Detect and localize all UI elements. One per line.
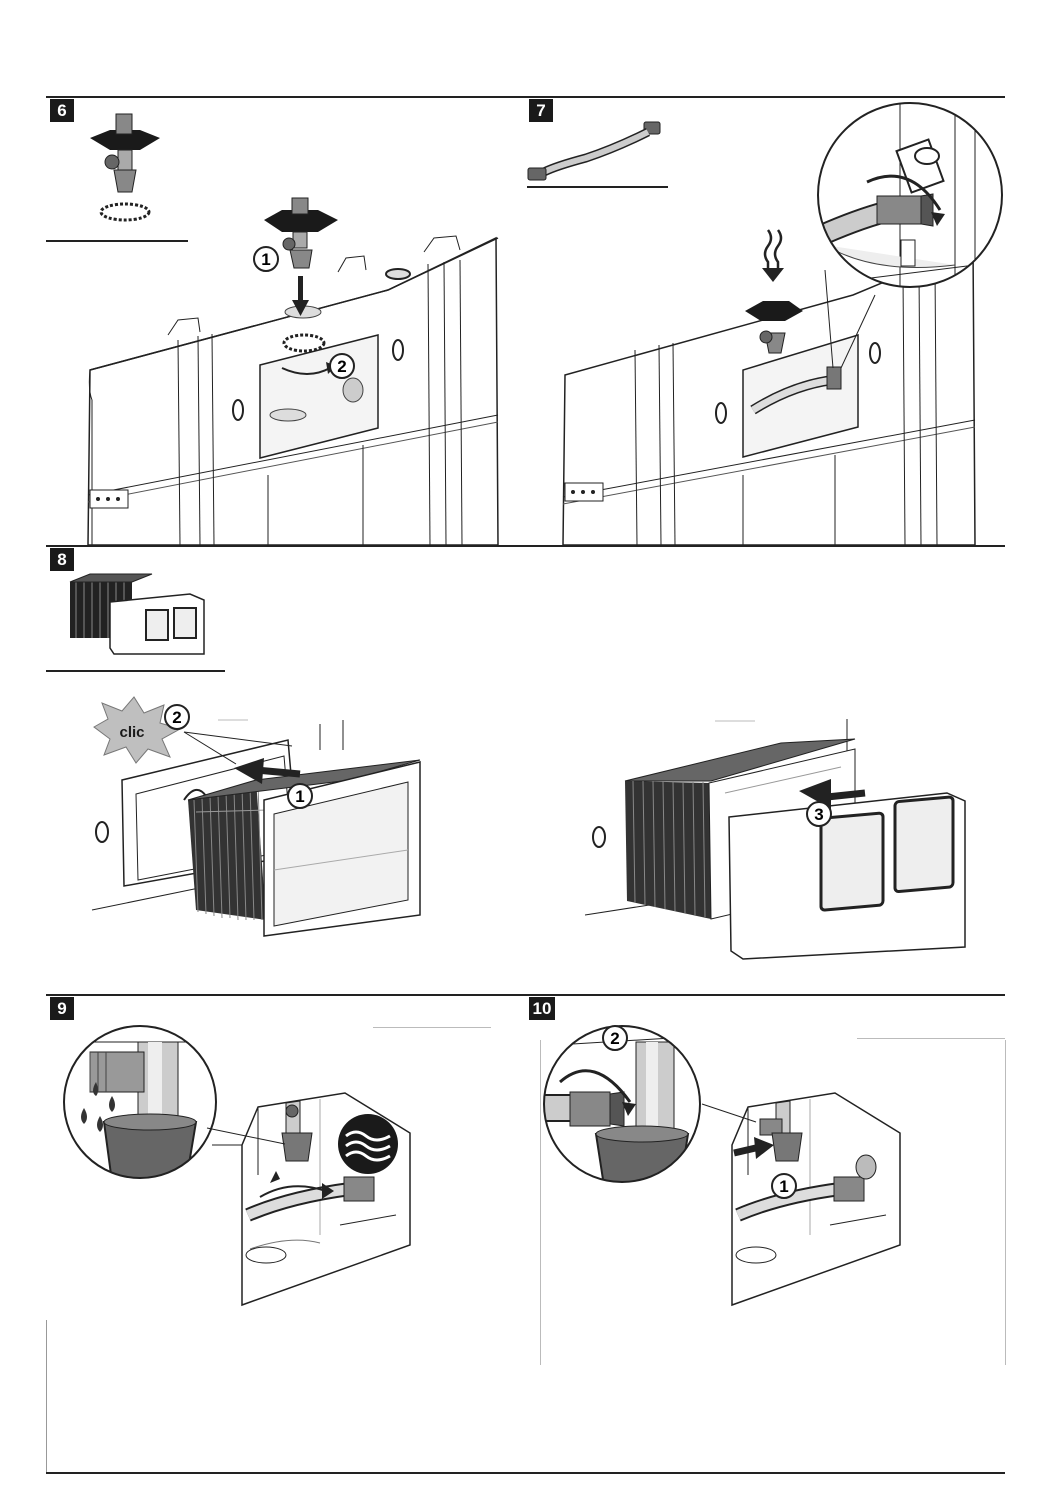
step10-top-mark (857, 1038, 1005, 1039)
step6-callout-1: 1 (253, 246, 279, 272)
step8-callout-3: 3 (806, 801, 832, 827)
svg-text:2: 2 (610, 1029, 619, 1048)
step8-callout-1: 1 (287, 783, 313, 809)
frame-mid-10 (540, 1040, 541, 1365)
svg-text:1: 1 (779, 1177, 788, 1196)
step8-left-drawing (91, 719, 421, 937)
step9-top-mark (373, 1027, 491, 1028)
hose-icon (527, 121, 661, 181)
bottom-rule (46, 1472, 1005, 1474)
step7-magnifier-leaders (824, 269, 876, 369)
step6-callout-2: 2 (329, 353, 355, 379)
svg-text:clic: clic (119, 724, 144, 741)
step8-parts-underline (46, 670, 225, 672)
step-number-10: 10 (529, 997, 555, 1020)
svg-text:1: 1 (261, 250, 270, 269)
step8-right-drawing (584, 719, 966, 960)
svg-text:2: 2 (337, 357, 346, 376)
valve-icon (90, 113, 160, 222)
clic-burst: clic (93, 696, 182, 764)
step-number-6: 6 (50, 99, 74, 122)
step10-callout-1: 1 (771, 1173, 797, 1199)
step10-callout-2: 2 (602, 1025, 628, 1051)
step9-magnifier-leader (206, 1127, 286, 1145)
step6-valve-install (264, 197, 338, 316)
frame-left-9 (46, 1320, 47, 1472)
water-waves-icon (338, 1114, 398, 1174)
step-number-8: 8 (50, 548, 74, 571)
frame-right-10 (1005, 1040, 1006, 1365)
rule-9-10 (46, 994, 1005, 996)
step6-parts-underline (46, 240, 188, 242)
step-number-9: 9 (50, 997, 74, 1020)
step7-cistern-drawing (562, 243, 976, 546)
step7-parts-underline (527, 186, 668, 188)
wavy-arrow-icon (762, 229, 784, 282)
middle-rule-8 (46, 545, 1005, 547)
step7-detail-magnifier (817, 102, 1003, 288)
svg-text:1: 1 (295, 787, 304, 806)
step8-callout-2: 2 (164, 704, 190, 730)
svg-text:3: 3 (814, 805, 823, 824)
step9-detail-magnifier (63, 1025, 217, 1179)
step10-magnifier-leader (701, 1103, 757, 1123)
step-number-7: 7 (529, 99, 553, 122)
step6-cistern-drawing (87, 235, 499, 546)
svg-text:2: 2 (172, 708, 181, 727)
step10-main-drawing (731, 1092, 901, 1307)
filter-block-icon (69, 573, 205, 655)
step10-detail-magnifier (543, 1025, 701, 1183)
top-rule (46, 96, 1005, 98)
